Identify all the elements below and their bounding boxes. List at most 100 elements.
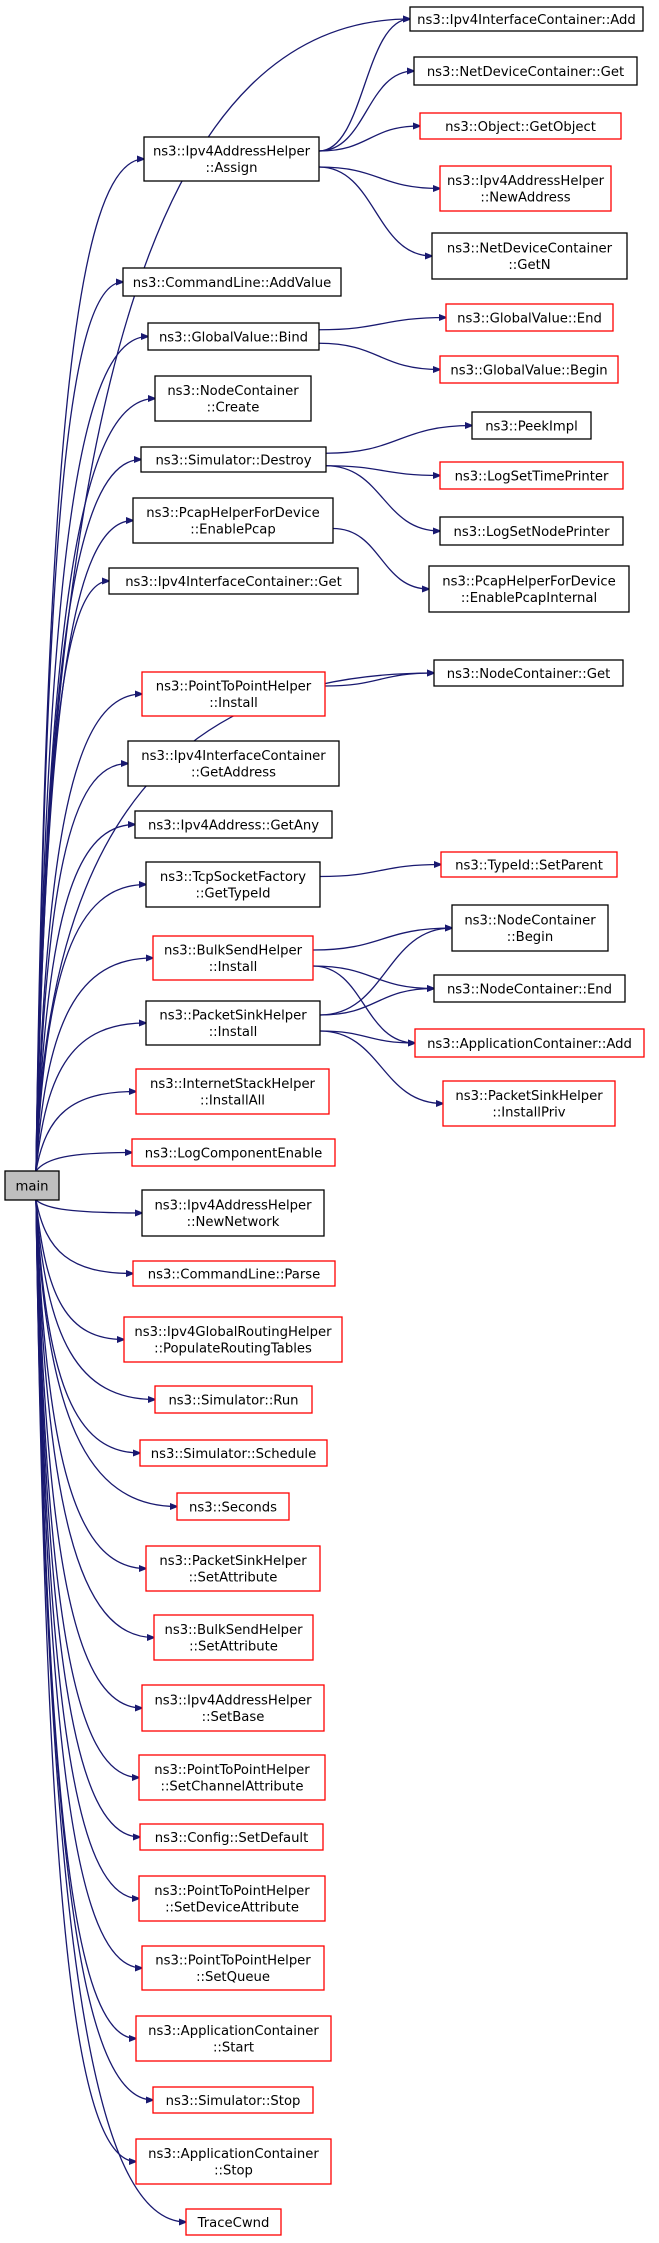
node-label: ::Install: [209, 960, 258, 975]
node-p2p_install[interactable]: ns3::PointToPointHelper::Install: [141, 671, 326, 717]
node-label: ns3::ApplicationContainer: [148, 2147, 319, 2162]
node-sink_installpriv[interactable]: ns3::PacketSinkHelper::InstallPriv: [442, 1080, 616, 1127]
node-label: ns3::GlobalValue::Bind: [159, 330, 308, 345]
edge-main-to-tracecwnd: [35, 1199, 186, 2222]
node-label: ns3::LogComponentEnable: [145, 1146, 323, 1161]
node-cmd_parse[interactable]: ns3::CommandLine::Parse: [132, 1260, 336, 1287]
node-box: [433, 659, 624, 687]
node-label: ns3::Ipv4InterfaceContainer: [141, 749, 326, 764]
node-ndc_getn[interactable]: ns3::NetDeviceContainer::GetN: [431, 232, 628, 280]
node-gv_bind[interactable]: ns3::GlobalValue::Bind: [147, 322, 320, 351]
node-p2p_setdeviceattribute[interactable]: ns3::PointToPointHelper::SetDeviceAttrib…: [138, 1875, 326, 1922]
node-tracecwnd[interactable]: TraceCwnd: [185, 2208, 282, 2236]
node-label: ns3::PacketSinkHelper: [455, 1089, 603, 1104]
node-config_setdefault[interactable]: ns3::Config::SetDefault: [139, 1823, 324, 1851]
node-label: ns3::Ipv4Address::GetAny: [148, 818, 319, 833]
edge-main-to-cmd_parse: [35, 1199, 133, 1274]
node-sink_setattribute[interactable]: ns3::PacketSinkHelper::SetAttribute: [145, 1545, 321, 1592]
node-tcp_gettypeid[interactable]: ns3::TcpSocketFactory::GetTypeId: [145, 861, 321, 908]
node-box: [138, 1875, 326, 1922]
node-label: ::InstallPriv: [492, 1106, 565, 1121]
node-sim_destroy[interactable]: ns3::Simulator::Destroy: [140, 446, 327, 473]
node-label: ns3::NodeContainer::Get: [447, 667, 611, 682]
edge-main-to-logcomponentenable: [35, 1153, 132, 1172]
node-logsetnodeprinter[interactable]: ns3::LogSetNodePrinter: [439, 516, 624, 546]
node-pcap_enablepcapinternal[interactable]: ns3::PcapHelperForDevice::EnablePcapInte…: [428, 565, 630, 613]
node-label: ::SetDeviceAttribute: [165, 1901, 299, 1916]
node-box: [409, 6, 644, 32]
edge-sink_install-to-appc_add: [319, 1030, 415, 1043]
node-box: [433, 974, 626, 1003]
edge-main-to-ipv4ic_getaddress: [35, 764, 128, 1172]
node-ipv4ah_setbase[interactable]: ns3::Ipv4AddressHelper::SetBase: [141, 1684, 325, 1732]
node-label: ns3::Ipv4AddressHelper: [153, 145, 311, 160]
node-ipv4ic_getaddress[interactable]: ns3::Ipv4InterfaceContainer::GetAddress: [127, 740, 340, 787]
edge-main-to-p2p_install: [35, 694, 142, 1172]
node-box: [152, 2086, 314, 2114]
edge-ipv4ah_assign-to-ndc_get: [318, 71, 414, 152]
node-box: [143, 136, 320, 182]
node-bulk_install[interactable]: ns3::BulkSendHelper::Install: [152, 935, 314, 981]
node-nc_get[interactable]: ns3::NodeContainer::Get: [433, 659, 624, 687]
node-logcomponentenable[interactable]: ns3::LogComponentEnable: [131, 1138, 336, 1167]
node-ipv4ah_assign[interactable]: ns3::Ipv4AddressHelper::Assign: [143, 136, 320, 182]
node-nc_end[interactable]: ns3::NodeContainer::End: [433, 974, 626, 1003]
node-peekimpl[interactable]: ns3::PeekImpl: [471, 411, 592, 440]
node-appc_stop[interactable]: ns3::ApplicationContainer::Stop: [135, 2138, 332, 2185]
node-sim_schedule[interactable]: ns3::Simulator::Schedule: [139, 1439, 328, 1467]
node-gv_end[interactable]: ns3::GlobalValue::End: [445, 303, 614, 332]
node-ish_installall[interactable]: ns3::InternetStackHelper::InstallAll: [135, 1068, 330, 1115]
node-seconds[interactable]: ns3::Seconds: [176, 1492, 290, 1521]
edges: [35, 19, 472, 2222]
node-appc_start[interactable]: ns3::ApplicationContainer::Start: [135, 2015, 332, 2062]
node-sink_install[interactable]: ns3::PacketSinkHelper::Install: [145, 1000, 321, 1046]
node-bulk_setattribute[interactable]: ns3::BulkSendHelper::SetAttribute: [153, 1614, 314, 1661]
node-label: ns3::Simulator::Schedule: [151, 1447, 316, 1462]
node-p2p_setqueue[interactable]: ns3::PointToPointHelper::SetQueue: [141, 1945, 325, 1991]
node-box: [445, 303, 614, 332]
node-ipv4ic_get[interactable]: ns3::Ipv4InterfaceContainer::Get: [108, 567, 359, 595]
edge-bulk_install-to-nc_end: [312, 965, 434, 989]
node-box: [428, 565, 630, 613]
node-label: ::NewAddress: [480, 191, 570, 206]
node-box: [471, 411, 592, 440]
node-label: ns3::PacketSinkHelper: [159, 1009, 307, 1024]
node-cmd_addvalue[interactable]: ns3::CommandLine::AddValue: [122, 267, 342, 297]
node-ipv4ah_newnetwork[interactable]: ns3::Ipv4AddressHelper::NewNetwork: [141, 1189, 325, 1237]
node-nc_begin[interactable]: ns3::NodeContainer::Begin: [451, 904, 609, 952]
node-obj_getobject[interactable]: ns3::Object::GetObject: [419, 112, 622, 140]
node-sim_stop[interactable]: ns3::Simulator::Stop: [152, 2086, 314, 2114]
node-box: [147, 322, 320, 351]
node-box: [108, 567, 359, 595]
node-logsettimeprinter[interactable]: ns3::LogSetTimePrinter: [439, 461, 624, 490]
edge-bulk_install-to-appc_add: [312, 965, 415, 1043]
node-label: ns3::TcpSocketFactory: [160, 870, 306, 885]
node-pcap_enablepcap[interactable]: ns3::PcapHelperForDevice::EnablePcap: [132, 497, 334, 544]
edge-main-to-bulk_setattribute: [35, 1199, 154, 1638]
node-p2p_setchannelattribute[interactable]: ns3::PointToPointHelper::SetChannelAttri…: [138, 1754, 326, 1801]
node-ipv4ah_newaddress[interactable]: ns3::Ipv4AddressHelper::NewAddress: [439, 165, 612, 212]
node-box: [439, 516, 624, 546]
node-grh_populate[interactable]: ns3::Ipv4GlobalRoutingHelper::PopulateRo…: [123, 1316, 343, 1363]
edge-pcap_enablepcap-to-pcap_enablepcapinternal: [332, 527, 429, 590]
node-box: [145, 1000, 321, 1046]
node-label: ns3::Ipv4GlobalRoutingHelper: [134, 1325, 332, 1340]
node-label: ns3::BulkSendHelper: [164, 944, 303, 959]
node-main[interactable]: main: [4, 1170, 60, 1201]
edge-sim_destroy-to-logsetnodeprinter: [325, 465, 440, 531]
edge-main-to-ish_installall: [35, 1092, 136, 1172]
node-ndc_get[interactable]: ns3::NetDeviceContainer::Get: [413, 56, 638, 86]
edge-ipv4ah_assign-to-ipv4ic_add: [318, 19, 410, 152]
node-ipv4addr_getany[interactable]: ns3::Ipv4Address::GetAny: [134, 810, 333, 839]
node-box: [419, 112, 622, 140]
node-typeid_setparent[interactable]: ns3::TypeId::SetParent: [440, 851, 618, 878]
node-sim_run[interactable]: ns3::Simulator::Run: [154, 1385, 313, 1414]
node-label: ::NewNetwork: [187, 1215, 280, 1230]
node-nc_create[interactable]: ns3::NodeContainer::Create: [154, 375, 312, 422]
node-label: ns3::PcapHelperForDevice: [442, 575, 615, 590]
node-gv_begin[interactable]: ns3::GlobalValue::Begin: [439, 355, 619, 384]
node-ipv4ic_add[interactable]: ns3::Ipv4InterfaceContainer::Add: [409, 6, 644, 32]
node-appc_add[interactable]: ns3::ApplicationContainer::Add: [414, 1028, 645, 1058]
node-label: ns3::NetDeviceContainer::Get: [427, 65, 624, 80]
